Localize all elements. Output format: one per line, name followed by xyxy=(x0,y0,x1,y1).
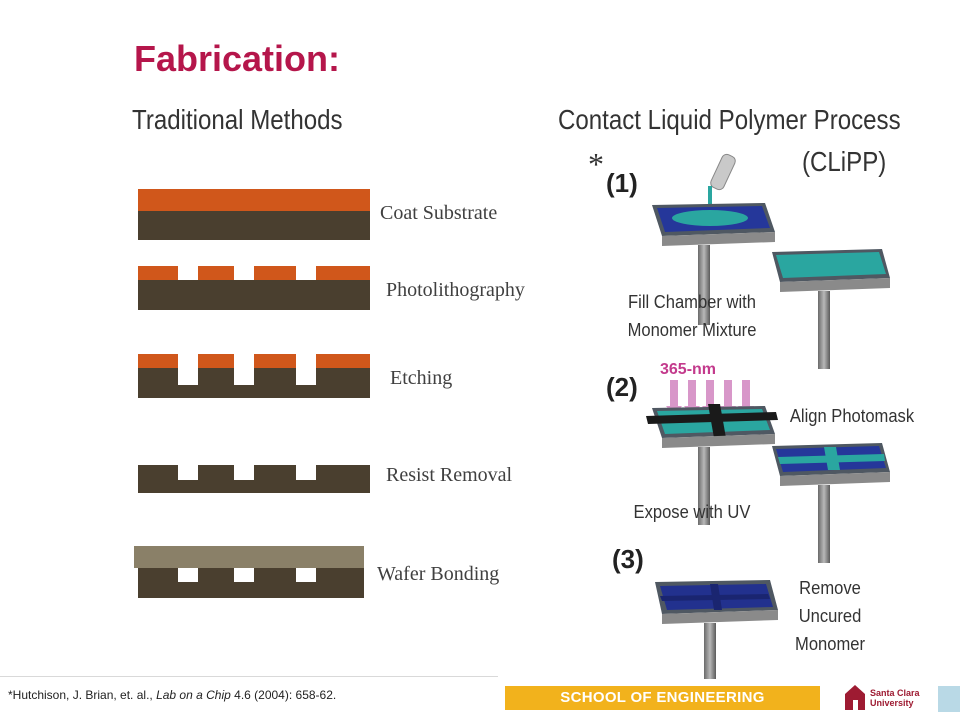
caption-remove-monomer: Remove Uncured Monomer xyxy=(795,578,865,654)
mission-church-icon xyxy=(845,685,865,710)
step-label-resist-removal: Resist Removal xyxy=(386,464,513,486)
footer-citation: *Hutchison, J. Brian, et. al., Lab on a … xyxy=(8,688,337,702)
step-label-photolithography: Photolithography xyxy=(386,279,525,301)
clipp-heading-line1: Contact Liquid Polymer Process xyxy=(558,104,901,135)
step-label-etching: Etching xyxy=(390,367,453,389)
dispenser-tube-illustration xyxy=(708,153,736,210)
exposed-chamber-illustration xyxy=(772,443,890,563)
coat-substrate-illustration xyxy=(138,189,370,240)
traditional-methods-heading: Traditional Methods xyxy=(132,104,343,135)
corner-accent-box xyxy=(938,686,960,712)
photomask-chamber-illustration xyxy=(646,404,778,525)
cured-channel-chamber-illustration xyxy=(655,580,778,679)
traditional-process-diagram xyxy=(134,189,370,598)
clipp-step-3-number: (3) xyxy=(612,544,644,574)
clipp-step-1-number: (1) xyxy=(606,168,638,198)
clipp-process-diagram: 365-nm xyxy=(646,153,890,679)
photolithography-illustration xyxy=(138,266,370,310)
etching-illustration xyxy=(138,354,370,398)
caption-align-photomask: Align Photomask xyxy=(789,406,915,426)
step-label-wafer-bonding: Wafer Bonding xyxy=(377,563,500,585)
clipp-heading-line2: (CLiPP) xyxy=(802,146,887,177)
fill-chamber-illustration xyxy=(652,203,775,325)
clipp-step-2-number: (2) xyxy=(606,372,638,402)
step-label-coat-substrate: Coat Substrate xyxy=(380,202,498,224)
citation-asterisk: * xyxy=(588,146,604,182)
caption-fill-chamber: Fill Chamber with Monomer Mixture xyxy=(627,292,757,340)
uv-wavelength-label: 365-nm xyxy=(660,361,716,378)
wafer-bonding-illustration xyxy=(134,546,364,598)
resist-removal-illustration xyxy=(138,465,370,493)
footer-divider xyxy=(0,676,498,677)
caption-expose-uv: Expose with UV xyxy=(633,502,751,522)
filled-chamber-illustration xyxy=(772,249,890,369)
page-title: Fabrication: xyxy=(134,38,341,79)
school-of-engineering-banner: SCHOOL OF ENGINEERING xyxy=(505,686,820,710)
santa-clara-university-logo: Santa Clara University xyxy=(842,682,928,714)
